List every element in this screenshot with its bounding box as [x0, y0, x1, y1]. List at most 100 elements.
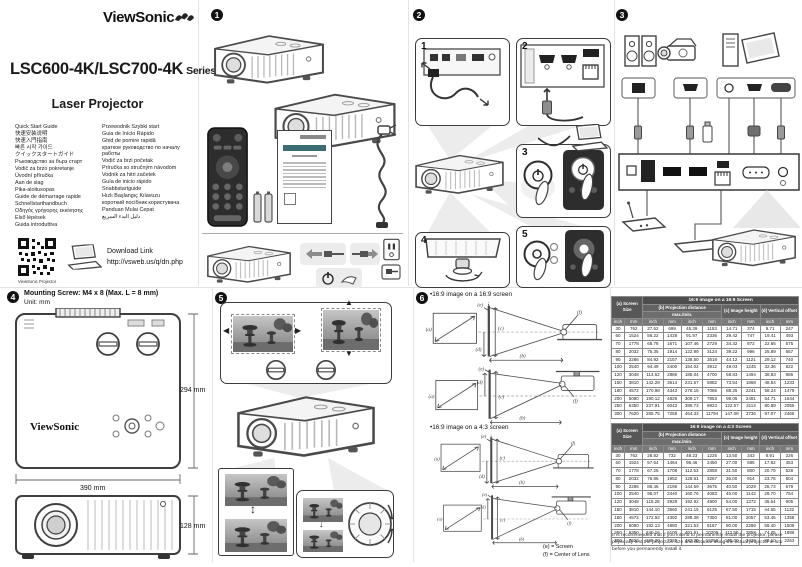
table-value: 35.64 [759, 498, 781, 508]
table-value: 4880 [662, 521, 682, 531]
arrow-down-icon: ↓ [319, 519, 324, 529]
unit-header: inch [642, 444, 664, 453]
plug-icon [381, 264, 401, 280]
table-value: 48.23 [680, 451, 703, 461]
zoom-panel: ↕ [218, 468, 294, 556]
table-value: 3048 [624, 498, 644, 508]
step-5-panel: 5 [516, 226, 611, 288]
arrow-updown-icon: ↕ [250, 502, 256, 516]
table-value: 1233 [779, 379, 800, 388]
step-number: 3 [522, 147, 528, 158]
table-value: 2055 [779, 402, 800, 412]
table-value: 6350 [624, 402, 644, 412]
focus-panel: ↓ [296, 490, 394, 558]
table-value: 90.00 [721, 521, 743, 531]
projector-illustration-large [230, 388, 382, 464]
table-title: 16:9 image on a 16:9 Screen [642, 296, 799, 305]
table-value: 1671 [662, 340, 682, 349]
download-link-url[interactable]: http://vsweb.us/q/dn.php [107, 259, 183, 266]
language-item: Panduan Mulai Cepat [102, 207, 154, 214]
arrow-up-icon: ▲ [345, 298, 353, 307]
table-value: 98.05 [721, 394, 743, 404]
keypad-navigation-illustration [523, 230, 604, 282]
table-value: 3113 [741, 402, 761, 412]
table-value: 300 [610, 410, 626, 420]
language-item: 빠른 시작 가이드 [15, 145, 53, 151]
table-value: 180 [610, 513, 626, 523]
table-value: 90 [610, 482, 626, 492]
table-value: 107.46 [680, 340, 703, 349]
table-value: 44.12 [721, 355, 743, 365]
language-item: Vodič za brzi početak [102, 158, 153, 165]
shift-image-vertical [321, 308, 381, 352]
table-value: 135.00 [721, 537, 743, 547]
bullet-16x9-screen: •16:9 image on a 16:9 screen [430, 291, 513, 298]
cable-callout-left [300, 243, 346, 265]
table-value: 192.13 [642, 521, 664, 531]
table-value: 91.97 [680, 332, 703, 342]
lens-shift-dial-vertical[interactable] [315, 359, 337, 381]
fold-line [198, 0, 199, 286]
table-value: 1778 [624, 340, 644, 349]
table-value: 800 [741, 467, 761, 476]
lens-shift-dial-horizontal[interactable] [265, 359, 287, 381]
projector-illustration-small [204, 240, 294, 288]
qr-caption: ViewSonic Projector [17, 279, 57, 284]
table-value: 2286 [624, 355, 644, 365]
quick-start-guide-sheet [277, 130, 332, 224]
table-value: 5080 [624, 521, 644, 531]
focus-image-sharp [303, 530, 343, 552]
table-value: 180 [610, 386, 626, 396]
table-value: 754 [779, 490, 800, 500]
table-value: 2400 [662, 363, 682, 373]
section-4-badge: 4 [7, 291, 19, 303]
table-value: 699 [662, 324, 682, 334]
unit-header: mm [701, 444, 723, 453]
table-value: 190.12 [642, 394, 664, 404]
table-value: 679 [779, 482, 800, 492]
table-value: 2241 [741, 386, 761, 396]
table-value: 289.38 [680, 513, 703, 523]
language-item: Úvodní příručka [15, 173, 54, 179]
table-value: 4572 [624, 513, 644, 523]
table-value: 285.75 [642, 410, 664, 420]
language-item: Quick Start Guide [15, 124, 58, 130]
focus-ring[interactable] [347, 493, 393, 555]
table-value: 7350 [701, 513, 723, 523]
bullet-4x3-screen: •16:9 image on a 4:3 screen [430, 424, 509, 431]
language-item: Első lépések [15, 215, 46, 221]
table-value: 3660 [662, 506, 682, 515]
table-value: 38.83 [759, 371, 781, 381]
table-value: 1029 [741, 482, 761, 492]
fold-line [413, 288, 414, 562]
table-value: 122.99 [680, 347, 703, 357]
table-value: 64.71 [759, 394, 781, 404]
table-value: 8.91 [759, 451, 781, 461]
table-value: 4829 [662, 394, 682, 404]
projector-illustration [412, 146, 507, 202]
table-value: 86.46 [642, 482, 664, 492]
image-height-header: (c) Image height [721, 431, 761, 446]
unit-header: inch [680, 317, 703, 326]
table-value: 250 [610, 402, 626, 412]
height-label: 128 mm [180, 523, 205, 530]
table-value: 1428 [662, 332, 682, 342]
table-value: 32.36 [759, 363, 781, 373]
remote-control-icon [205, 126, 250, 228]
table-value: 49.03 [721, 363, 743, 373]
table-value: 1143 [741, 490, 761, 500]
table-value: 96.07 [642, 490, 664, 500]
table-value: 1479 [779, 386, 800, 396]
